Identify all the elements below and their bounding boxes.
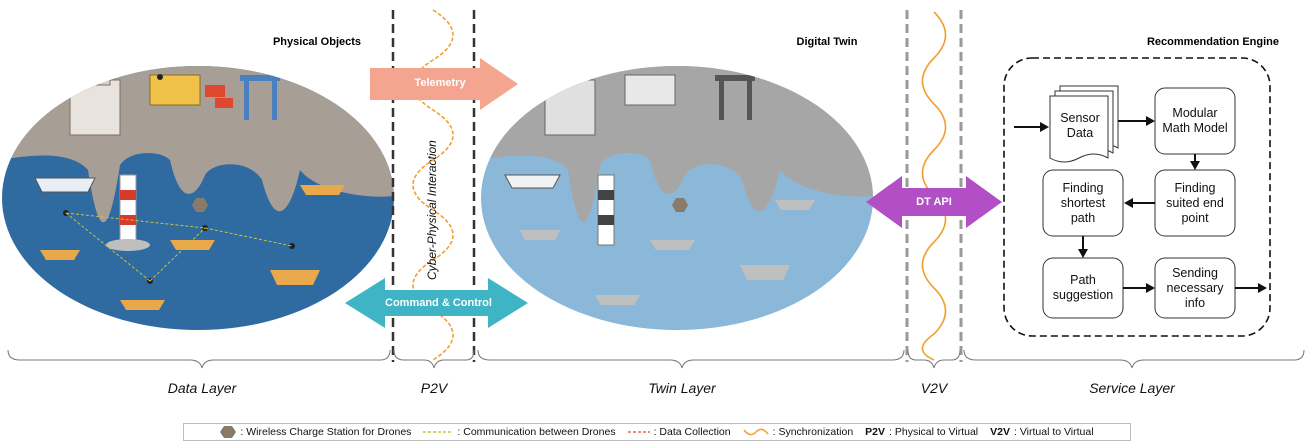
legend-p2v-text: : Physical to Virtual bbox=[889, 426, 979, 438]
sensor-data-label: Sensor Data bbox=[1060, 111, 1100, 140]
path-suggestion-label: Path suggestion bbox=[1052, 273, 1114, 302]
physical-title: Physical Objects bbox=[273, 36, 361, 48]
finding-endpoint-label: Finding suited end point bbox=[1166, 180, 1224, 225]
legend-charge-station: : Wireless Charge Station for Drones bbox=[220, 426, 411, 438]
v2v-sync-wave bbox=[921, 11, 947, 361]
recommendation-title: Recommendation Engine bbox=[1147, 36, 1279, 48]
cyber-physical-label: Cyber-Physical Interaction bbox=[425, 140, 439, 280]
physical-objects-scene bbox=[2, 66, 394, 330]
twin-layer-label: Twin Layer bbox=[648, 380, 716, 396]
legend-sync: : Synchronization bbox=[743, 426, 854, 438]
command-control-label: Command & Control bbox=[385, 297, 492, 309]
legend-charge-station-text: : Wireless Charge Station for Drones bbox=[240, 426, 412, 438]
drone-comm-line-icon bbox=[423, 431, 454, 433]
charge-station-icon bbox=[192, 198, 208, 212]
legend-data-collection-text: : Data Collection bbox=[653, 426, 731, 438]
finding-path-label: Finding shortest path bbox=[1060, 180, 1106, 225]
sync-wave-icon bbox=[743, 428, 769, 436]
telemetry-label: Telemetry bbox=[414, 77, 466, 89]
sensor-data-document-icon bbox=[1049, 85, 1119, 163]
data-layer-label: Data Layer bbox=[167, 380, 237, 396]
legend-data-collection: : Data Collection bbox=[627, 426, 731, 438]
legend-sync-text: : Synchronization bbox=[772, 426, 854, 438]
legend-drone-comm: : Communication between Drones bbox=[423, 426, 616, 438]
layer-braces bbox=[7, 349, 1305, 369]
sending-info-label: Sending necessary info bbox=[1166, 265, 1224, 310]
v2v-layer-label: V2V bbox=[920, 380, 948, 396]
digital-twin-title: Digital Twin bbox=[797, 36, 858, 48]
digital-twin-scene bbox=[481, 66, 873, 330]
dt-api-label: DT API bbox=[916, 196, 952, 208]
service-layer-label: Service Layer bbox=[1089, 380, 1175, 396]
legend-v2v: V2V : Virtual to Virtual bbox=[990, 426, 1093, 438]
engine-flow-arrows bbox=[1014, 116, 1267, 293]
p2v-layer-label: P2V bbox=[420, 380, 448, 396]
crane-icon bbox=[240, 75, 280, 120]
legend-v2v-abbr: V2V bbox=[990, 426, 1010, 438]
ship-icon bbox=[34, 177, 345, 310]
legend: : Wireless Charge Station for Drones : C… bbox=[183, 423, 1131, 441]
command-control-arrow bbox=[345, 278, 528, 328]
legend-drone-comm-text: : Communication between Drones bbox=[457, 426, 616, 438]
legend-p2v: P2V : Physical to Virtual bbox=[865, 426, 978, 438]
telemetry-arrow bbox=[370, 58, 518, 110]
legend-p2v-abbr: P2V bbox=[865, 426, 886, 438]
data-collection-line-icon bbox=[627, 431, 650, 433]
legend-v2v-text: : Virtual to Virtual bbox=[1014, 426, 1094, 438]
recommendation-engine-frame bbox=[1003, 57, 1271, 337]
dt-api-arrow bbox=[866, 176, 1002, 228]
charge-station-icon bbox=[220, 426, 237, 438]
modular-math-label: Modular Math Model bbox=[1162, 106, 1228, 135]
